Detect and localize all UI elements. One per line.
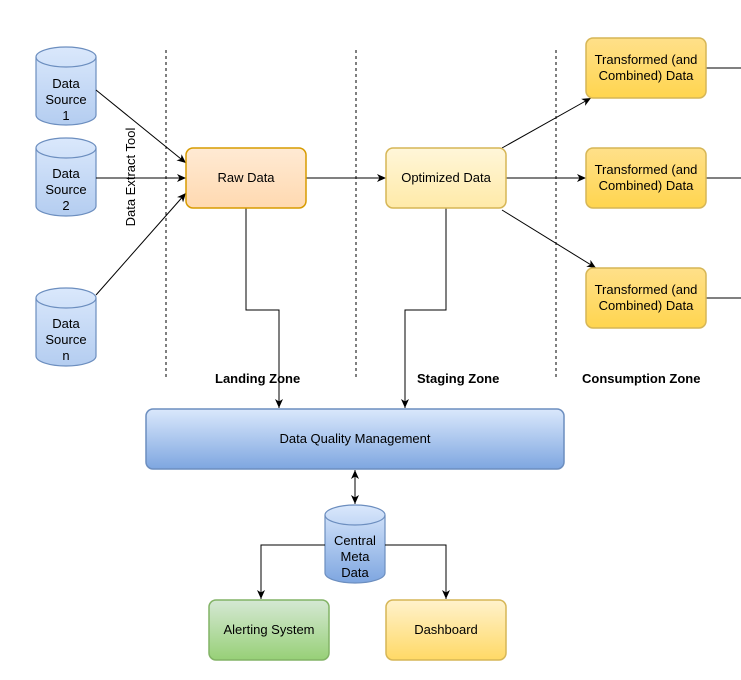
source-1-line-1: Data <box>52 76 80 91</box>
transformed-data-node-3[interactable]: Transformed (and Combined) Data <box>586 268 706 328</box>
alerting-box-bg <box>208 599 330 661</box>
optimized-data-box-bg <box>385 147 507 209</box>
optimized-data-node[interactable]: Optimized Data <box>401 170 491 185</box>
transformed-box-3-bg <box>585 267 707 329</box>
transformed-data-node-1[interactable]: Transformed (and Combined) Data <box>586 38 706 98</box>
transformed-3-line-1: Transformed (and <box>594 282 698 297</box>
arrow-optimized-to-transformed-1 <box>501 97 592 149</box>
transformed-box-2-bg <box>585 147 707 209</box>
central-meta-line-1: Central <box>334 533 376 548</box>
transformed-data-node-2[interactable]: Transformed (and Combined) Data <box>586 148 706 208</box>
source-cylinder-1 <box>35 46 97 126</box>
source-1-line-3: 1 <box>62 108 70 123</box>
source-cylinder-n <box>35 287 97 367</box>
landing-zone-label: Landing Zone <box>215 371 301 386</box>
alerting-system-node[interactable]: Alerting System <box>223 622 315 637</box>
transformed-1-line-1: Transformed (and <box>594 52 698 67</box>
raw-data-box-bg <box>185 147 307 209</box>
data-quality-management-node[interactable]: Data Quality Management <box>279 431 431 446</box>
dashboard-node[interactable]: Dashboard <box>414 622 478 637</box>
transformed-3-line-2: Combined) Data <box>598 298 694 313</box>
central-meta-line-2: Meta <box>340 549 370 564</box>
source-2-line-3: 2 <box>62 198 70 213</box>
arrow-meta-to-dashboard <box>385 544 450 599</box>
arrow-meta-to-alerting <box>257 544 325 599</box>
source-2-line-1: Data <box>52 166 80 181</box>
arrow-sourcen-to-raw <box>95 192 187 296</box>
source-cylinder-2 <box>35 137 97 217</box>
raw-data-node[interactable]: Raw Data <box>217 170 275 185</box>
source-n-line-1: Data <box>52 316 80 331</box>
central-meta-line-3: Data <box>341 565 369 580</box>
transformed-box-1-bg <box>585 37 707 99</box>
arrow-source1-to-raw <box>95 89 187 164</box>
source-1-line-2: Source <box>45 92 87 107</box>
dqm-box-bg <box>145 408 565 470</box>
arrow-optimized-to-transformed-3 <box>501 209 597 269</box>
source-n-line-3: n <box>62 348 70 363</box>
dashboard-box-bg <box>385 599 507 661</box>
arrow-raw-to-dqm <box>245 208 283 408</box>
central-meta-label: Central Meta Data <box>325 533 385 581</box>
source-n-line-2: Source <box>45 332 87 347</box>
staging-zone-label: Staging Zone <box>417 371 500 386</box>
arrow-optimized-to-dqm <box>401 208 447 408</box>
transformed-2-line-1: Transformed (and <box>594 162 698 177</box>
central-meta-cylinder <box>324 504 386 584</box>
consumption-zone-label: Consumption Zone <box>582 371 701 386</box>
source-2-line-2: Source <box>45 182 87 197</box>
source-1-label: Data Source 1 <box>36 76 96 124</box>
extract-tool-label: Data Extract Tool <box>123 127 138 227</box>
transformed-2-line-2: Combined) Data <box>598 178 694 193</box>
transformed-1-line-2: Combined) Data <box>598 68 694 83</box>
source-2-label: Data Source 2 <box>36 166 96 214</box>
source-n-label: Data Source n <box>36 316 96 364</box>
